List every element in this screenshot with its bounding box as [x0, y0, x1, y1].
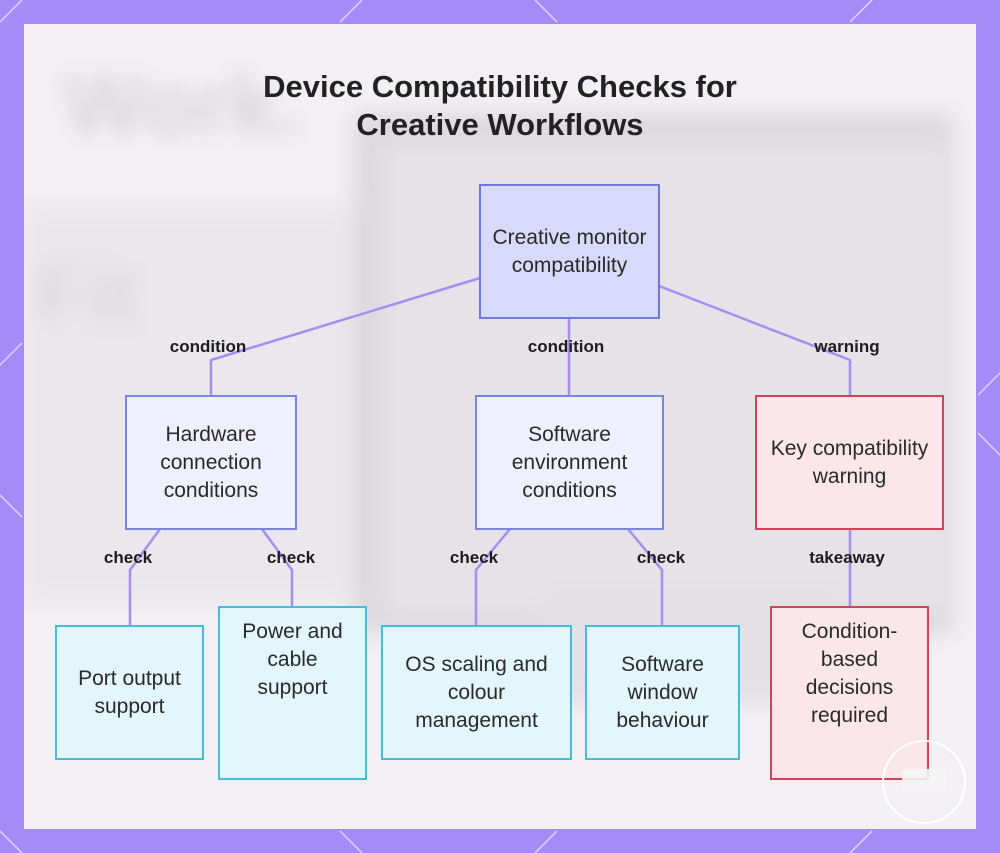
chat-bubble-icon[interactable]	[882, 740, 966, 824]
node-port-label: Port output support	[78, 666, 181, 718]
connector-hardware-port	[128, 528, 162, 626]
edge-label-warning-decisions: takeaway	[809, 548, 885, 567]
node-window: Software window behaviour	[585, 625, 740, 760]
svg-text:Work.: Work.	[64, 57, 301, 153]
title-line-1: Device Compatibility Checks for	[263, 69, 737, 104]
diagram-title: Device Compatibility Checks for Creative…	[0, 68, 1000, 144]
connector-software-os	[474, 528, 511, 626]
node-decisions: Condition-based decisions required	[770, 606, 929, 780]
node-window-label: Software window behaviour	[616, 652, 709, 732]
node-os: OS scaling and colour management	[381, 625, 572, 760]
node-warning: Key compatibility warning	[755, 395, 944, 530]
node-os-label: OS scaling and colour management	[405, 652, 548, 732]
connector-software-window	[627, 528, 664, 626]
edge-label-hardware-port: check	[103, 548, 153, 567]
connector-hardware-power	[260, 528, 294, 607]
connector-root-warning	[658, 284, 852, 396]
edge-label-hardware-power: check	[266, 548, 316, 567]
node-decisions-label: Condition-based decisions required	[801, 620, 898, 727]
svg-text:Fit: Fit	[34, 247, 139, 343]
node-software-label: Software environment conditions	[511, 422, 628, 502]
node-power: Power and cable support	[218, 606, 367, 780]
node-warning-label: Key compatibility warning	[770, 436, 929, 488]
connector-root-hardware	[209, 276, 481, 396]
node-software: Software environment conditions	[475, 395, 664, 530]
chat-bubble-shape	[902, 769, 946, 797]
node-hardware-label: Hardware connection conditions	[160, 422, 262, 502]
edge-label-software-window: check	[636, 548, 686, 567]
edge-label-root-hardware: condition	[169, 337, 247, 356]
node-port: Port output support	[55, 625, 204, 760]
node-power-label: Power and cable support	[242, 620, 343, 699]
node-root-label: Creative monitor compatibility	[492, 225, 647, 277]
edge-label-root-software: condition	[527, 337, 605, 356]
node-hardware: Hardware connection conditions	[125, 395, 297, 530]
edge-label-software-os: check	[449, 548, 499, 567]
title-line-2: Creative Workflows	[356, 107, 644, 142]
node-root: Creative monitor compatibility	[479, 184, 660, 319]
edge-label-root-warning: warning	[814, 337, 880, 356]
